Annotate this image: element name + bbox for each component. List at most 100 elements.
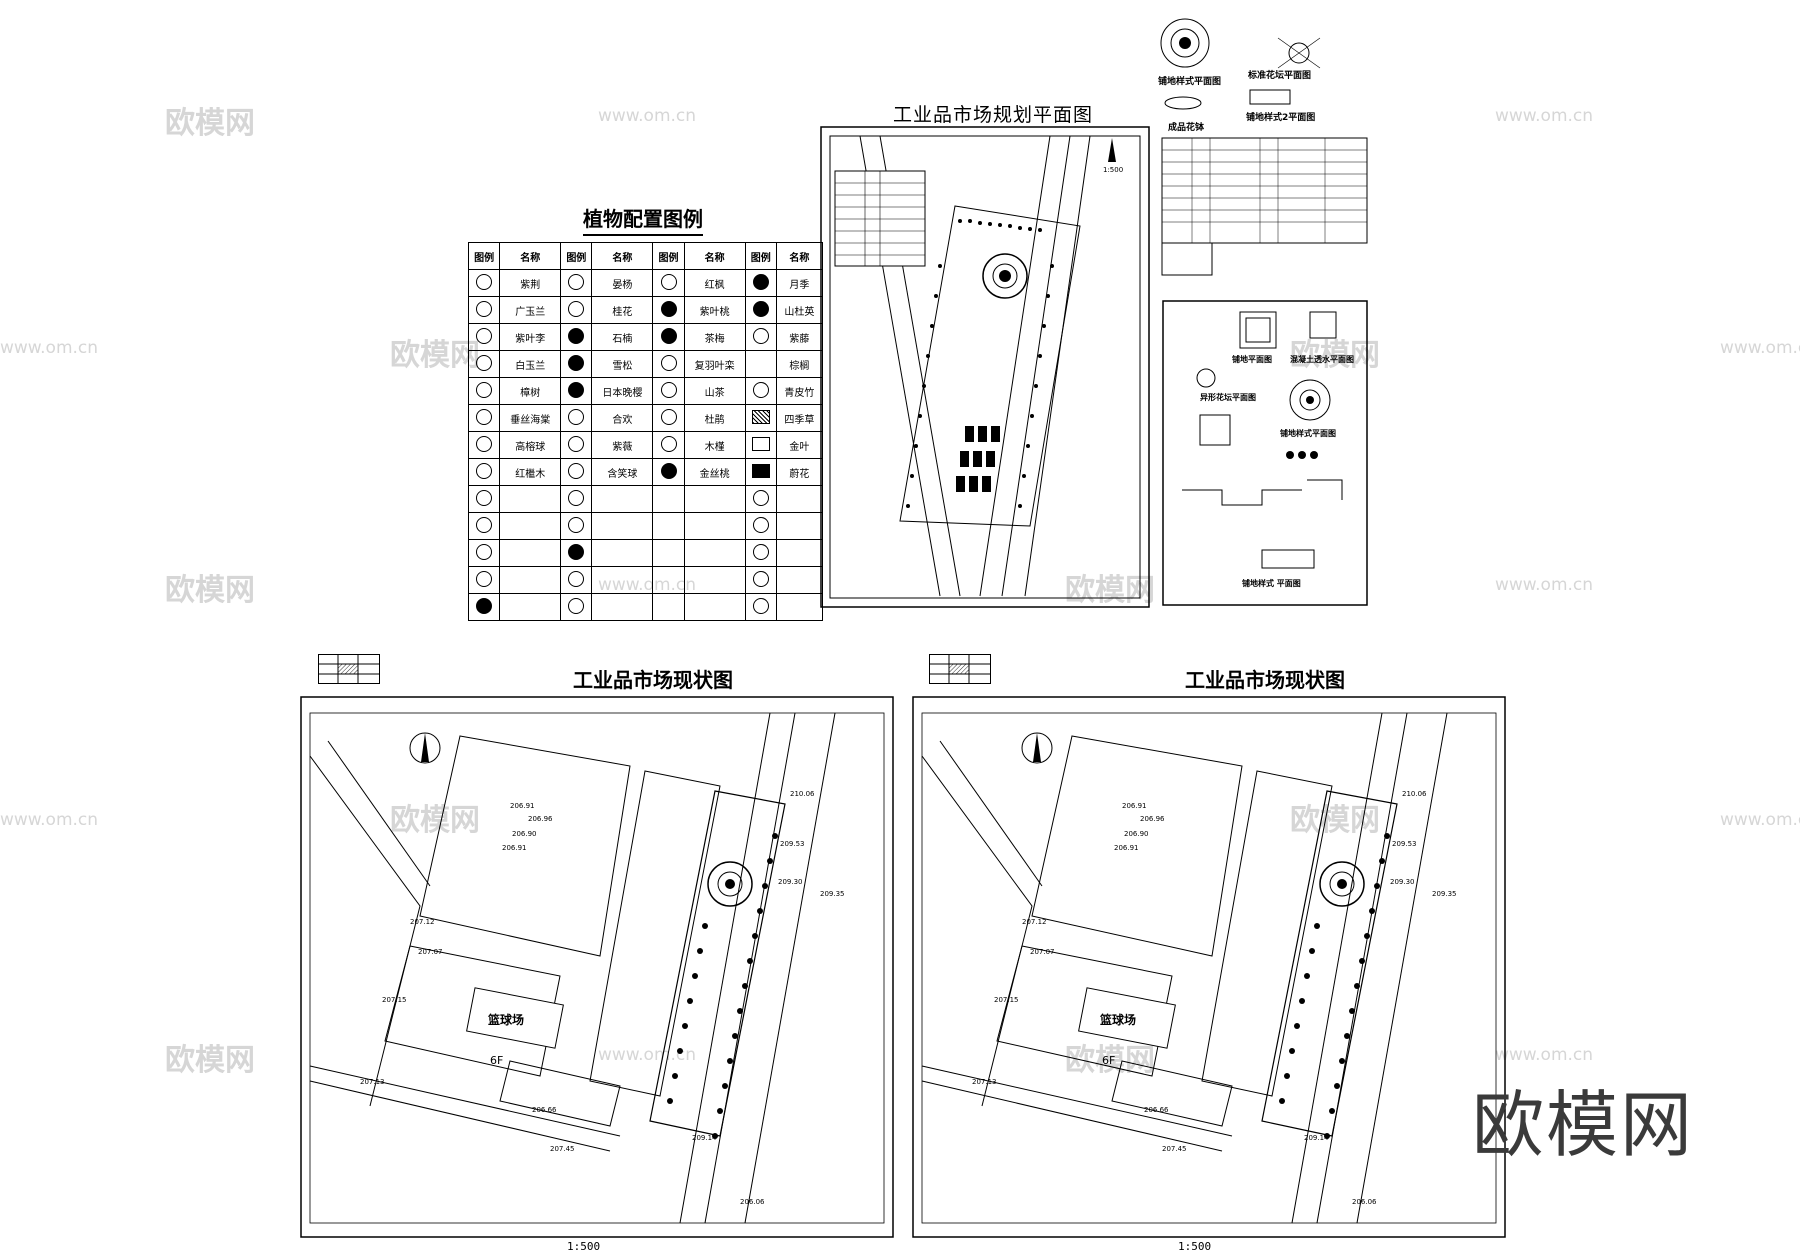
tree-symbol-icon	[752, 597, 769, 614]
detail-label: 铺地样式 平面图	[1242, 578, 1301, 588]
plant-name: 紫叶李	[499, 323, 562, 351]
tree-symbol-icon	[476, 435, 493, 452]
tree-symbol-icon	[476, 408, 493, 425]
status-map-right: 篮球场 6F 206.91 206.96 206.90 206.91 207.1…	[912, 696, 1506, 1238]
table-row	[467, 539, 824, 567]
tree-symbol-icon	[568, 543, 585, 560]
plant-name: 高榕球	[499, 431, 562, 459]
plan-drawing: 1:500	[820, 126, 1150, 608]
tree-symbol-icon	[660, 381, 677, 398]
watermark-url: www.om.cn	[0, 810, 99, 830]
tree-symbol-icon	[568, 516, 585, 533]
tree-symbol-icon	[476, 489, 493, 506]
table-row	[467, 485, 824, 513]
tree-symbol-icon	[660, 327, 677, 344]
table-row	[467, 566, 824, 594]
watermark-text: 欧模网	[165, 573, 255, 608]
tree-symbol-icon	[752, 516, 769, 533]
plant-name: 石楠	[591, 323, 654, 351]
elevation-label: 206.66	[1144, 1106, 1169, 1114]
elevation-label: 206.66	[532, 1106, 557, 1114]
table-row: 广玉兰 桂花 紫叶桃 山杜英	[467, 296, 824, 324]
watermark-text: 欧模网	[165, 106, 255, 141]
table-row: 白玉兰 雪松 复羽叶栾 棕榈	[467, 350, 824, 378]
tree-symbol-icon	[568, 300, 585, 317]
plant-name: 复羽叶栾	[683, 350, 746, 378]
tree-symbol-icon	[568, 489, 585, 506]
tree-symbol-icon	[568, 435, 585, 452]
tree-symbol-icon	[476, 327, 493, 344]
watermark-text: 欧模网	[390, 803, 480, 838]
tree-symbol-icon	[568, 408, 585, 425]
elevation-label: 207.12	[1022, 918, 1047, 926]
plant-name: 四季草	[775, 404, 824, 432]
detail-group-top: 铺地样式平面图 标准花坛平面图 铺地样式2平面图 成品花钵	[1158, 18, 1368, 276]
tree-symbol-icon	[568, 462, 585, 479]
status-title-right: 工业品市场现状图	[1185, 668, 1345, 692]
elevation-label: 209.35	[820, 890, 845, 898]
tree-symbol-icon	[476, 300, 493, 317]
title-block-left	[318, 654, 380, 684]
table-row: 垂丝海棠 合欢 杜鹃 四季草	[467, 404, 824, 432]
plant-name: 茶梅	[683, 323, 746, 351]
tree-symbol-icon	[752, 570, 769, 587]
tree-symbol-icon	[476, 462, 493, 479]
table-row: 红檵木 含笑球 金丝桃 蔚花	[467, 458, 824, 486]
legend-header: 图例	[652, 242, 685, 270]
watermark-url: www.om.cn	[0, 338, 99, 358]
watermark-url: www.om.cn	[1495, 575, 1594, 595]
plant-name: 晏杨	[591, 269, 654, 297]
elevation-label: 209.53	[1392, 840, 1417, 848]
elevation-label: 206.06	[740, 1198, 765, 1206]
plant-name: 紫薇	[591, 431, 654, 459]
elevation-label: 209.14	[1304, 1134, 1329, 1142]
legend-table: 图例 名称 图例 名称 图例 名称 图例 名称 紫荆 晏杨 红枫 月季 广玉兰 …	[467, 242, 824, 621]
watermark-text: 欧模网	[1065, 1043, 1155, 1078]
site-label: 篮球场	[487, 1012, 524, 1027]
tree-symbol-icon	[476, 516, 493, 533]
tree-symbol-icon	[660, 462, 677, 479]
elevation-label: 206.90	[1124, 830, 1149, 838]
detail-label: 铺地平面图	[1232, 354, 1272, 364]
plant-name: 蔚花	[775, 458, 824, 486]
elevation-label: 206.91	[1122, 802, 1147, 810]
plant-name: 白玉兰	[499, 350, 562, 378]
plant-name: 樟树	[499, 377, 562, 405]
tree-symbol-icon	[568, 273, 585, 290]
elevation-label: 207.45	[1162, 1145, 1187, 1153]
detail-label: 铺地样式平面图	[1280, 428, 1336, 438]
tree-symbol-icon	[568, 354, 585, 371]
elevation-label: 206.96	[528, 815, 553, 823]
elevation-label: 206.91	[1114, 844, 1139, 852]
watermark-url: www.om.cn	[1495, 1045, 1594, 1065]
tree-symbol-icon	[476, 273, 493, 290]
legend-header: 名称	[683, 242, 746, 270]
watermark-text: 欧模网	[165, 1043, 255, 1078]
elevation-label: 207.07	[1030, 948, 1055, 956]
watermark-url: www.om.cn	[598, 106, 697, 126]
flower-bed-icon	[751, 463, 770, 478]
watermark-text: 欧模网	[390, 338, 480, 373]
plant-name: 雪松	[591, 350, 654, 378]
table-row: 樟树 日本晚樱 山茶 青皮竹	[467, 377, 824, 405]
detail-label: 异形花坛平面图	[1200, 392, 1256, 402]
detail-label: 混凝土透水平面图	[1290, 354, 1354, 364]
tree-symbol-icon	[476, 354, 493, 371]
tree-symbol-icon	[476, 570, 493, 587]
plant-name: 紫叶桃	[683, 296, 746, 324]
elevation-label: 207.15	[382, 996, 407, 1004]
site-label: 6F	[1102, 1054, 1115, 1067]
elevation-label: 207.12	[410, 918, 435, 926]
tree-symbol-icon	[568, 570, 585, 587]
tree-symbol-icon	[660, 408, 677, 425]
table-row: 高榕球 紫薇 木槿 金叶	[467, 431, 824, 459]
watermark-url: www.om.cn	[1720, 338, 1800, 358]
legend-header: 名称	[775, 242, 824, 270]
tree-symbol-icon	[752, 300, 769, 317]
detail-label: 标准花坛平面图	[1247, 69, 1311, 81]
ground-cover-icon	[751, 436, 770, 451]
plant-name: 金叶	[775, 431, 824, 459]
elevation-label: 207.07	[418, 948, 443, 956]
site-label: 6F	[490, 1054, 503, 1067]
tree-symbol-icon	[476, 543, 493, 560]
